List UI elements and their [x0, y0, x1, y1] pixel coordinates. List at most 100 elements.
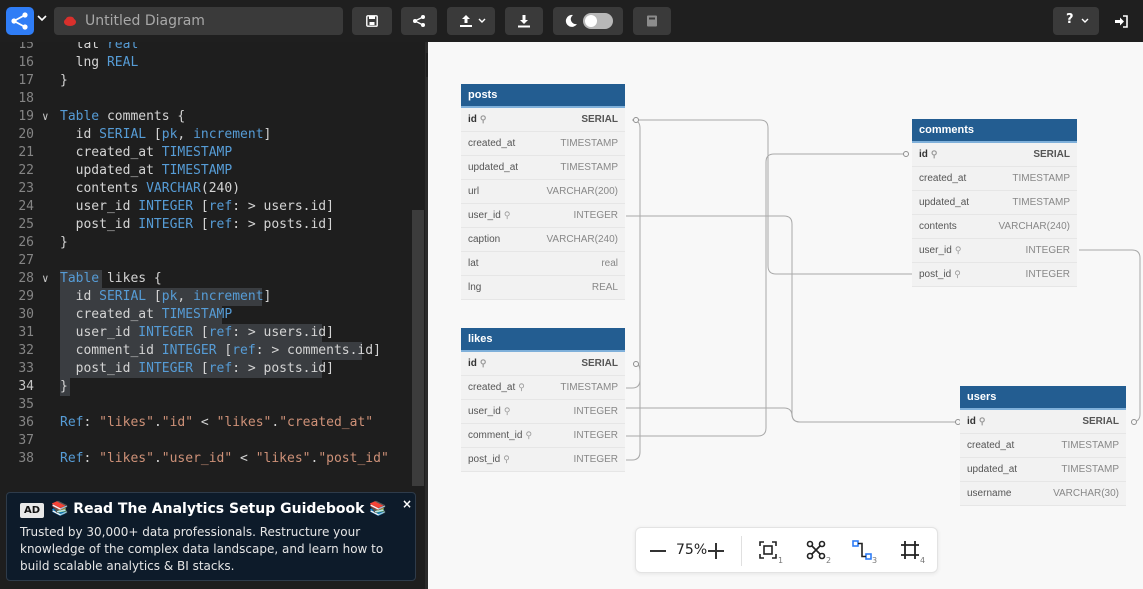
- ad-title[interactable]: 📚 Read The Analytics Setup Guidebook 📚: [51, 501, 387, 517]
- table-header[interactable]: users: [960, 386, 1126, 410]
- code-line[interactable]: 16 lng REAL: [0, 54, 410, 72]
- save-button[interactable]: [352, 7, 392, 35]
- field-name: updated_at: [967, 464, 1017, 475]
- table-field-row[interactable]: comment_id⚲INTEGER: [461, 424, 625, 448]
- line-number: 22: [18, 163, 34, 178]
- code-line[interactable]: 20 id SERIAL [pk, increment]: [0, 126, 410, 144]
- code-line[interactable]: 18: [0, 90, 410, 108]
- code-line[interactable]: 19∨Table comments {: [0, 108, 410, 126]
- table-field-row[interactable]: user_id⚲INTEGER: [461, 204, 625, 228]
- code-text: lng REAL: [60, 55, 139, 70]
- code-line[interactable]: 15 lat real: [0, 42, 410, 54]
- table-field-row[interactable]: user_id⚲INTEGER: [912, 239, 1077, 263]
- zoom-out-button[interactable]: [650, 550, 666, 552]
- table-field-row[interactable]: id⚲ SERIAL: [960, 410, 1126, 434]
- ad-banner[interactable]: AD 📚 Read The Analytics Setup Guidebook …: [6, 492, 416, 581]
- fold-chevron-icon[interactable]: ∨: [42, 272, 49, 285]
- field-name: id⚲: [919, 149, 937, 160]
- key-icon: ⚲: [978, 416, 986, 426]
- code-text: Table comments {: [60, 109, 186, 124]
- code-line[interactable]: 17}: [0, 72, 410, 90]
- table-field-row[interactable]: id⚲SERIAL: [461, 352, 625, 376]
- frame-icon: [901, 541, 919, 559]
- ref-line: [626, 119, 641, 461]
- share-button[interactable]: [401, 7, 437, 35]
- code-line[interactable]: 37: [0, 432, 410, 450]
- field-type: SERIAL: [1082, 416, 1119, 427]
- code-line[interactable]: 35: [0, 396, 410, 414]
- export-menu-button[interactable]: [447, 7, 495, 35]
- app-logo-icon[interactable]: [6, 7, 34, 35]
- table-field-row[interactable]: id⚲SERIAL: [461, 108, 625, 132]
- fold-chevron-icon[interactable]: ∨: [42, 110, 49, 123]
- table-field-row[interactable]: id⚲SERIAL: [912, 143, 1077, 167]
- code-line[interactable]: 26}: [0, 234, 410, 252]
- close-icon[interactable]: ×: [402, 497, 413, 511]
- dark-mode-toggle[interactable]: [553, 7, 623, 35]
- table-field-row[interactable]: post_id⚲INTEGER: [461, 448, 625, 472]
- code-line[interactable]: 31 user_id INTEGER [ref: > users.id]: [0, 324, 410, 342]
- fit-view-button[interactable]: 1: [758, 540, 788, 568]
- code-line[interactable]: 28∨Table likes {: [0, 270, 410, 288]
- field-name-text: id: [967, 416, 976, 427]
- table-field-row[interactable]: post_id⚲INTEGER: [912, 263, 1077, 287]
- table-header[interactable]: posts: [461, 84, 625, 108]
- editor-scrollbar[interactable]: [412, 210, 424, 486]
- table-header[interactable]: comments: [912, 119, 1077, 143]
- field-type: TIMESTAMP: [560, 138, 618, 149]
- help-menu-button[interactable]: ?: [1053, 7, 1099, 35]
- download-icon: [518, 15, 530, 28]
- chevron-down-icon[interactable]: [37, 13, 47, 23]
- panel-splitter[interactable]: [425, 42, 428, 589]
- code-line[interactable]: 23 contents VARCHAR(240): [0, 180, 410, 198]
- code-line[interactable]: 30 created_at TIMESTAMP: [0, 306, 410, 324]
- diagram-title-input[interactable]: Untitled Diagram: [54, 7, 343, 35]
- field-type: REAL: [591, 282, 618, 293]
- fit-view-icon: [759, 541, 777, 559]
- code-line[interactable]: 34}: [0, 378, 410, 396]
- key-icon: ⚲: [503, 406, 511, 416]
- code-line[interactable]: 22 updated_at TIMESTAMP: [0, 162, 410, 180]
- code-line[interactable]: 32 comment_id INTEGER [ref: > comments.i…: [0, 342, 410, 360]
- code-line[interactable]: 21 created_at TIMESTAMP: [0, 144, 410, 162]
- auto-arrange-button[interactable]: 2: [806, 540, 836, 568]
- download-button[interactable]: [505, 7, 543, 35]
- relation-style-icon: [852, 540, 872, 560]
- frame-button[interactable]: 4: [900, 540, 930, 568]
- zoom-in-button[interactable]: [708, 543, 724, 559]
- code-line[interactable]: 24 user_id INTEGER [ref: > users.id]: [0, 198, 410, 216]
- code-text: lat real: [60, 42, 139, 52]
- toggle-switch[interactable]: [583, 13, 613, 29]
- relation-style-button[interactable]: 3: [852, 540, 882, 568]
- code-line[interactable]: 25 post_id INTEGER [ref: > posts.id]: [0, 216, 410, 234]
- docs-button[interactable]: [633, 7, 671, 35]
- code-line[interactable]: 29 id SERIAL [pk, increment]: [0, 288, 410, 306]
- field-name-text: created_at: [967, 440, 1015, 451]
- table-field-row[interactable]: created_at⚲TIMESTAMP: [461, 376, 625, 400]
- sign-in-button[interactable]: [1106, 7, 1136, 35]
- code-line[interactable]: 33 post_id INTEGER [ref: > posts.id]: [0, 360, 410, 378]
- code-line[interactable]: 27: [0, 252, 410, 270]
- table-field-row[interactable]: user_id⚲INTEGER: [461, 400, 625, 424]
- table-header[interactable]: likes: [461, 328, 625, 352]
